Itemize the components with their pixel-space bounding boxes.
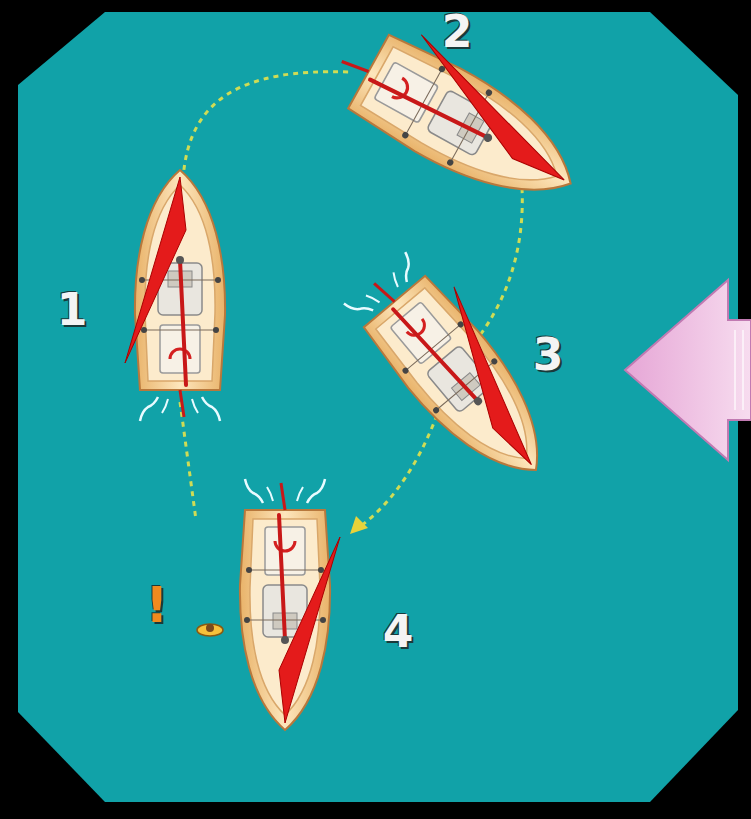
- callout-number: 2: [442, 10, 473, 54]
- warning-mark: !: [146, 580, 169, 630]
- sailboat: [125, 7, 599, 730]
- callout-number: 4: [383, 610, 414, 654]
- callout-number: 3: [533, 333, 564, 377]
- person-overboard: [197, 624, 223, 636]
- course-arrowhead: [350, 516, 368, 534]
- water: [18, 12, 738, 802]
- wind-arrow: [625, 280, 751, 460]
- callout-number: 1: [57, 288, 88, 332]
